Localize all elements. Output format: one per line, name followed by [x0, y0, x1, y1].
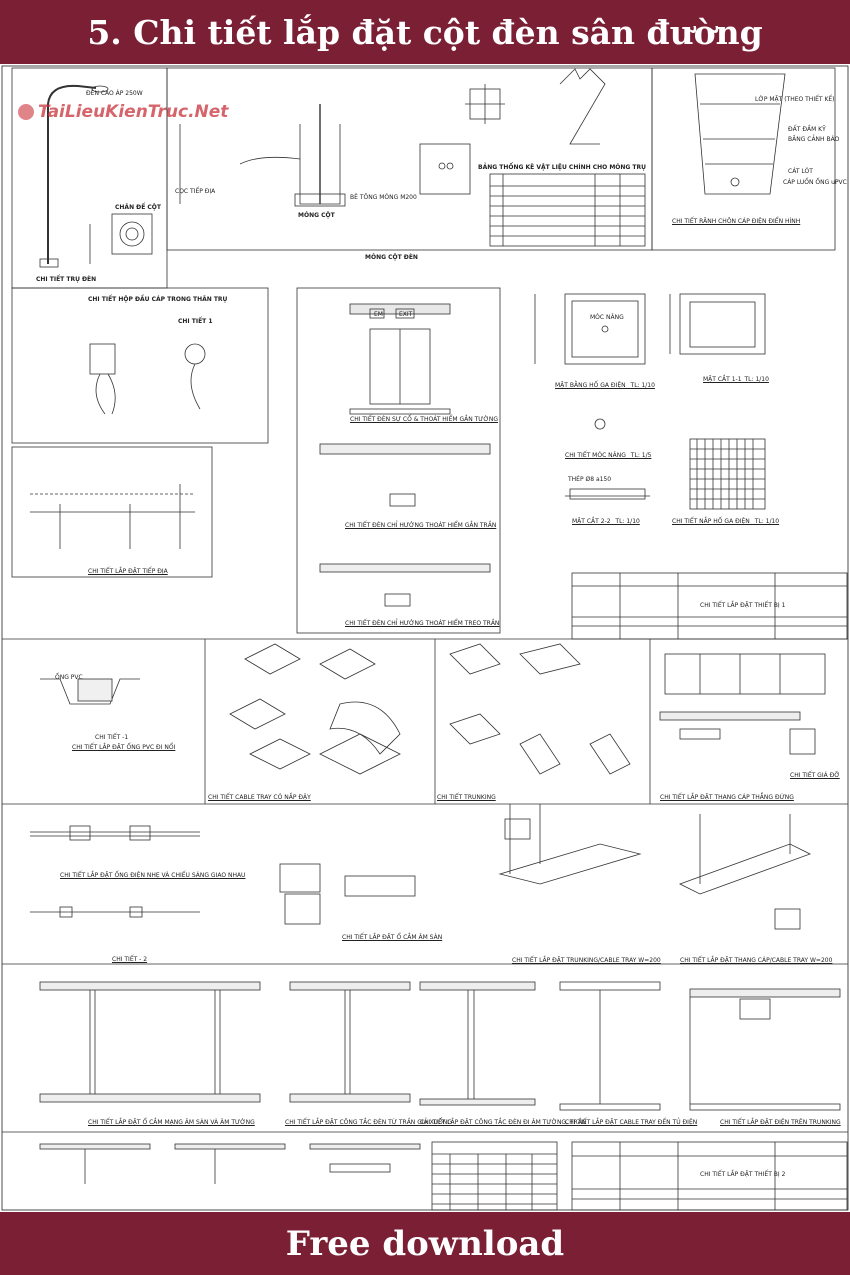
title-crossing: CHI TIẾT LẮP ĐẶT ỐNG ĐIỆN NHẸ VÀ CHIẾU S… [60, 872, 246, 879]
watermark-logo: TaiLieuKienTruc.Net [38, 102, 229, 122]
label-em: EM [374, 311, 383, 318]
title-tray-ceiling: CHI TIẾT LẮP ĐẶT ĐIỆN TRÊN TRUNKING [720, 1119, 841, 1126]
title-manhole-plan: MẶT BẰNG HỐ GA ĐIỆN _TL: 1/10 [555, 382, 655, 389]
title-sheet1: CHI TIẾT LẮP ĐẶT THIẾT BỊ 1 [700, 602, 786, 609]
title-banner: 5. Chi tiết lắp đặt cột đèn sân đường [0, 0, 850, 64]
title-detail2: CHI TIẾT - 2 [112, 956, 148, 963]
title-hook: CHI TIẾT MÓC NÂNG _TL: 1/5 [565, 452, 652, 459]
title-manhole-cover: CHI TIẾT NẮP HỐ GA ĐIỆN _TL: 1/10 [672, 518, 780, 525]
page-title: 5. Chi tiết lắp đặt cột đèn sân đường [87, 12, 763, 52]
title-cable-tray: CHI TIẾT CABLE TRAY CÓ NẮP ĐẬY [208, 794, 311, 801]
title-switch-ceiling: CHI TIẾT LẮP ĐẶT CÔNG TẮC ĐÈN TỪ TRẦN GI… [285, 1119, 452, 1126]
title-cable-box: CHI TIẾT HỘP ĐẦU CÁP TRONG THÂN TRỤ [88, 296, 228, 303]
note-backfill: ĐẤT ĐẦM KỸ [788, 126, 826, 133]
note-hook: MÓC NÂNG [590, 314, 624, 321]
watermark-icon [18, 104, 34, 120]
note-cable: CÁP LUỒN ỐNG uPVC [783, 179, 847, 186]
title-pole: CHI TIẾT TRỤ ĐÈN [36, 276, 97, 283]
title-base: CHÂN ĐẾ CỘT [115, 204, 161, 211]
title-sheet2: CHI TIẾT LẮP ĐẶT THIẾT BỊ 2 [700, 1171, 786, 1178]
note-concrete: BÊ TÔNG MÓNG M200 [350, 194, 417, 201]
title-section-11: MẶT CẮT 1-1_TL: 1/10 [703, 376, 769, 383]
title-bracket: CHI TIẾT GIÁ ĐỠ [790, 772, 840, 779]
title-pvc-pipe: CHI TIẾT LẮP ĐẶT ỐNG PVC ĐI NỔI [72, 744, 176, 751]
note-ground: CỌC TIẾP ĐỊA [175, 188, 216, 195]
title-switch-wall: CHI TIẾT LẮP ĐẶT CÔNG TẮC ĐÈN ĐI ÂM TƯỜN… [420, 1119, 587, 1126]
note-warning: BĂNG CẢNH BÁO [788, 136, 840, 143]
note-lamp: ĐÈN CAO ÁP 250W [86, 90, 143, 97]
download-label: Free download [285, 1223, 565, 1264]
title-ground-rod: CHI TIẾT LẮP ĐẶT TIẾP ĐỊA [88, 568, 168, 575]
title-floor-socket: CHI TIẾT LẮP ĐẶT Ổ CẮM ÂM SÀN [342, 934, 443, 941]
title-section-22: MẶT CẮT 2-2 _TL: 1/10 [572, 518, 640, 525]
title-detail1: CHI TIẾT 1 [178, 318, 213, 325]
cad-drawing [1, 65, 849, 1211]
title-ladder: CHI TIẾT LẮP ĐẶT THANG CÁP THẲNG ĐỨNG [660, 794, 794, 801]
label-exit: EXIT [399, 311, 413, 318]
note-pipe: ỐNG PVC [55, 674, 83, 681]
title-socket-wall: CHI TIẾT LẮP ĐẶT Ổ CẮM MẠNG ÂM SÀN VÀ ÂM… [88, 1119, 255, 1126]
title-trunking: CHI TIẾT TRUNKING [437, 794, 496, 801]
title-tray-w200: CHI TIẾT LẮP ĐẶT TRUNKING/CABLE TRAY W=2… [512, 957, 661, 964]
note-finish: LỚP MẶT (THEO THIẾT KẾ) [755, 96, 835, 103]
title-tray-panel: CHI TIẾT LẮP ĐẶT CABLE TRAY ĐẾN TỦ ĐIỆN [565, 1119, 698, 1126]
title-foundation: MÓNG CỘT [298, 212, 335, 219]
note-steel: THÉP Ø8 a150 [568, 476, 612, 483]
title-hanging-exit: CHI TIẾT ĐÈN CHỈ HƯỚNG THOÁT HIỂM TREO T… [345, 620, 500, 627]
title-emergency-exit: CHI TIẾT ĐÈN SỰ CỐ & THOÁT HIỂM GẮN TƯỜN… [350, 416, 499, 423]
drawing-sheet: TaiLieuKienTruc.Net CHI TIẾT TRỤ ĐÈN CHÂ… [0, 64, 850, 1212]
title-foundation-group: MÓNG CỘT ĐÈN [365, 254, 418, 261]
title-ceiling-exit: CHI TIẾT ĐÈN CHỈ HƯỚNG THOÁT HIỂM GẮN TR… [345, 522, 497, 529]
title-tray-w200b: CHI TIẾT LẮP ĐẶT THANG CÁP/CABLE TRAY W=… [680, 957, 833, 964]
title-trench: CHI TIẾT RÃNH CHÔN CÁP ĐIỆN ĐIỂN HÌNH [672, 218, 801, 225]
title-materials-table: BẢNG THỐNG KÊ VẬT LIỆU CHÍNH CHO MÓNG TR… [478, 164, 647, 171]
note-sand: CÁT LÓT [788, 168, 813, 175]
footer-banner: Free download [0, 1212, 850, 1275]
title-detail-minus1: CHI TIẾT -1 [95, 734, 129, 741]
